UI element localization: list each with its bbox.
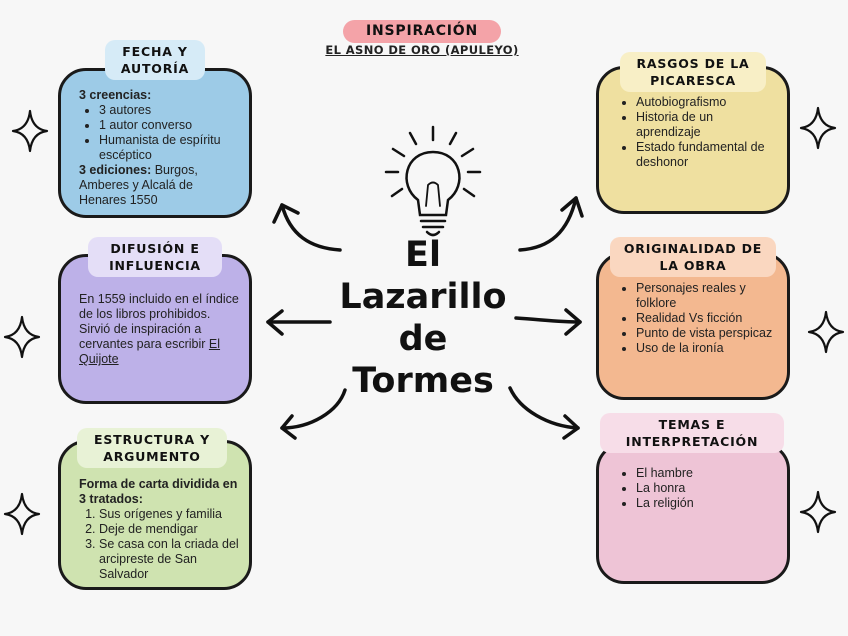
originalidad-tag: ORIGINALIDAD DE LA OBRA — [610, 237, 776, 277]
difusion-tag: DIFUSIÓN E INFLUENCIA — [88, 237, 222, 277]
temas-body: El hambre La honra La religión — [616, 466, 782, 511]
lightbulb-icon — [384, 125, 482, 237]
list-item: Historia de un aprendizaje — [636, 110, 781, 140]
list-item: Punto de vista perspicaz — [636, 326, 782, 341]
list-item: Realidad Vs ficción — [636, 311, 782, 326]
list-item: Autobiografismo — [636, 95, 781, 110]
difusion-card — [58, 254, 252, 404]
difusion-line-1: En 1559 incluido en el índice de los lib… — [79, 292, 239, 321]
creencias-label: 3 creencias: — [79, 88, 152, 102]
list-item: La religión — [636, 496, 782, 511]
rasgos-body: Autobiografismo Historia de un aprendiza… — [616, 95, 781, 170]
list-item: 1 autor converso — [99, 118, 241, 133]
list-item: Personajes reales y folklore — [636, 281, 782, 311]
inspiracion-tag: INSPIRACIÓN — [343, 20, 501, 43]
list-item: La honra — [636, 481, 782, 496]
central-title: El Lazarillo de Tormes — [308, 234, 538, 402]
title-line-4: Tormes — [352, 361, 494, 401]
difusion-body: En 1559 incluido en el índice de los lib… — [79, 292, 241, 367]
list-item: El hambre — [636, 466, 782, 481]
estructura-intro: Forma de carta dividida en 3 tratados: — [79, 477, 238, 506]
title-line-2: Lazarillo — [339, 277, 507, 317]
sparkle-icon — [3, 106, 845, 536]
list-item: Uso de la ironía — [636, 341, 782, 356]
temas-card — [596, 442, 790, 584]
estructura-body: Forma de carta dividida en 3 tratados: S… — [79, 477, 245, 582]
difusion-line-2-text: Sirvió de inspiración a cervantes para e… — [79, 322, 209, 351]
rasgos-list: Autobiografismo Historia de un aprendiza… — [616, 95, 781, 170]
fecha-body: 3 creencias: 3 autores 1 autor converso … — [79, 88, 241, 208]
ediciones-line: 3 ediciones: Burgos, Amberes y Alcalá de… — [79, 163, 241, 208]
fecha-tag: FECHA Y AUTORÍA — [105, 40, 205, 80]
rasgos-tag: RASGOS DE LA PICARESCA — [620, 52, 766, 92]
originalidad-body: Personajes reales y folklore Realidad Vs… — [616, 281, 782, 356]
list-item: Humanista de espíritu escéptico — [99, 133, 241, 163]
difusion-line-2: Sirvió de inspiración a cervantes para e… — [79, 322, 241, 367]
list-item: Deje de mendigar — [99, 522, 245, 537]
estructura-tag: ESTRUCTURA Y ARGUMENTO — [77, 428, 227, 468]
temas-list: El hambre La honra La religión — [616, 466, 782, 511]
title-line-3: de — [398, 319, 448, 359]
tratados-list: Sus orígenes y familia Deje de mendigar … — [79, 507, 245, 582]
list-item: Estado fundamental de deshonor — [636, 140, 781, 170]
list-item: Se casa con la criada del arcipreste de … — [99, 537, 245, 582]
ediciones-text: Burgos, Amberes y Alcalá de Henares 1550 — [79, 163, 198, 207]
temas-tag: TEMAS E INTERPRETACIÓN — [600, 413, 784, 453]
ediciones-label: 3 ediciones: — [79, 163, 152, 177]
quijote-link: El Quijote — [79, 337, 221, 366]
arrow-icon — [266, 196, 584, 440]
inspiracion-subtitle: EL ASNO DE ORO (APULEYO) — [325, 43, 519, 57]
originalidad-list: Personajes reales y folklore Realidad Vs… — [616, 281, 782, 356]
list-item: 3 autores — [99, 103, 241, 118]
title-line-1: El — [405, 235, 441, 275]
list-item: Sus orígenes y familia — [99, 507, 245, 522]
creencias-list: 3 autores 1 autor converso Humanista de … — [79, 103, 241, 163]
